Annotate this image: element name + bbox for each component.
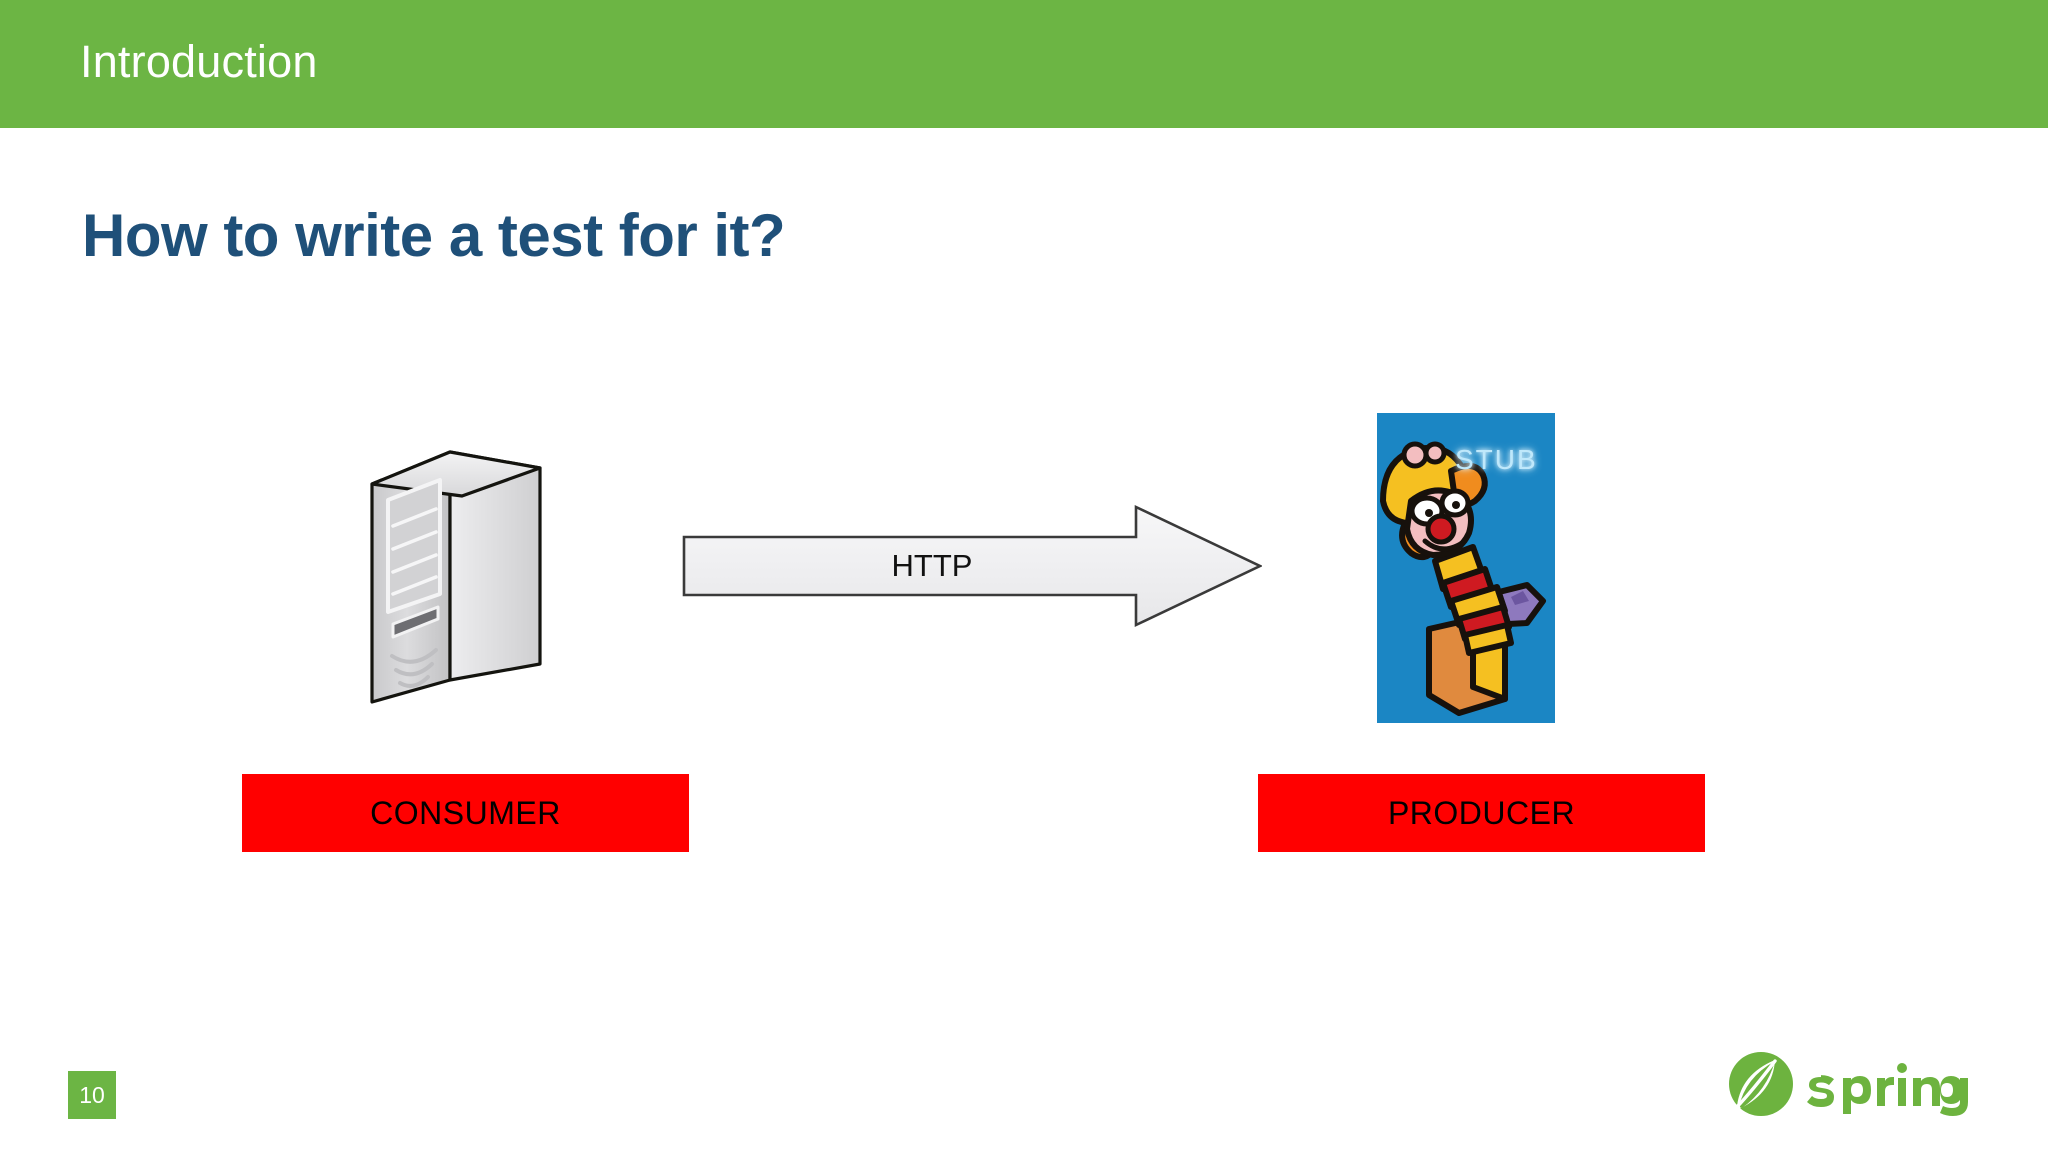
consumer-label-text: CONSUMER — [370, 795, 561, 831]
section-label: Introduction — [80, 36, 318, 87]
page-number-badge: 10 — [68, 1071, 116, 1119]
http-arrow-icon — [682, 504, 1262, 628]
producer-label-text: PRODUCER — [1387, 795, 1576, 831]
header-band: Introduction — [0, 0, 2048, 128]
spring-leaf-icon — [1723, 1044, 1978, 1122]
server-tower-icon — [366, 434, 566, 712]
page-title: How to write a test for it? — [82, 202, 786, 269]
http-arrow-label: HTTP — [891, 548, 973, 583]
producer-label-box: PRODUCER — [1258, 774, 1705, 852]
stub-caption: STUB — [1455, 444, 1538, 475]
consumer-label-box: CONSUMER — [242, 774, 689, 852]
jack-in-the-box-clown-icon — [1377, 413, 1555, 723]
